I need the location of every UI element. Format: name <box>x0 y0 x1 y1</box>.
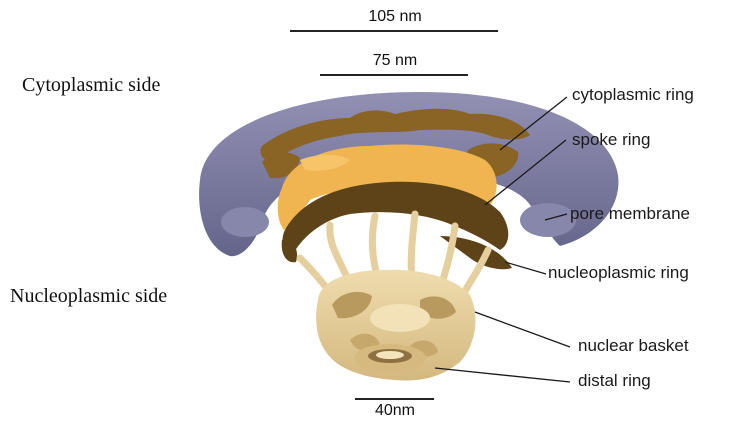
label-spoke-ring: spoke ring <box>572 130 650 150</box>
nucleoplasmic-side-label: Nucleoplasmic side <box>10 285 167 308</box>
label-cytoplasmic-ring: cytoplasmic ring <box>572 85 694 105</box>
distal-ring <box>354 344 426 372</box>
leader-nuclear-basket <box>475 312 570 347</box>
scale-label-75nm: 75 nm <box>350 52 440 70</box>
leader-distal-ring <box>435 368 570 382</box>
cytoplasmic-side-label: Cytoplasmic side <box>22 74 160 97</box>
scale-label-105nm: 105 nm <box>350 8 440 26</box>
scale-label-40nm: 40nm <box>350 402 440 420</box>
label-distal-ring: distal ring <box>578 371 651 391</box>
label-pore-membrane: pore membrane <box>570 204 690 224</box>
label-nuclear-basket: nuclear basket <box>578 336 689 356</box>
label-nucleoplasmic-ring: nucleoplasmic ring <box>548 263 689 283</box>
